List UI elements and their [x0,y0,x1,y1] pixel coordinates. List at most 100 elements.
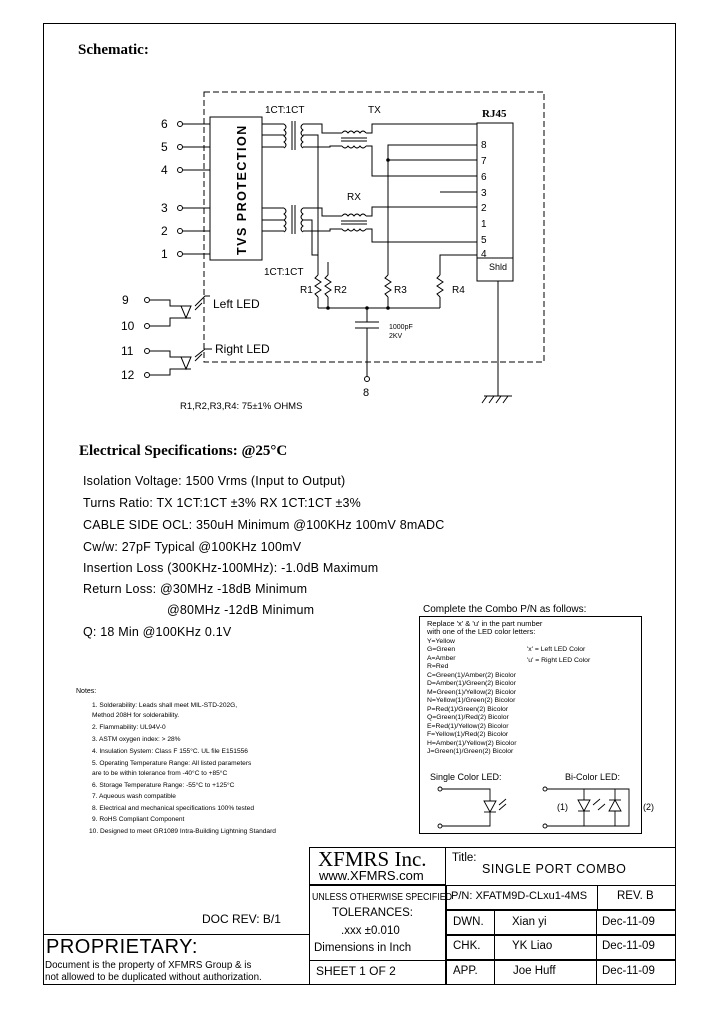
pin-label: 2 [161,224,168,238]
color-code: F=Yellow(1)/Red(2) Bicolor [427,731,509,738]
note-item: 2. Flammability: UL94V-0 [92,724,166,731]
note-item: 4. Insulation System: Class F 155°C. UL … [92,748,248,755]
app-name: Joe Huff [513,965,556,977]
app-label: APP. [453,965,478,977]
rj45-label: RJ45 [482,108,507,120]
resistor-label: R4 [452,285,465,296]
chk-label: CHK. [453,940,481,952]
note-item: Method 208H for solderability. [92,712,180,719]
tolerance-value: .xxx ±0.010 [341,925,400,937]
drawing-title: SINGLE PORT COMBO [482,862,627,876]
u-note: 'u' = Right LED Color [527,657,591,664]
title-label: Title: [452,852,477,864]
note-item: 6. Storage Temperature Range: -55°C to +… [92,782,235,789]
rev-cell [597,885,676,910]
unless-specified: UNLESS OTHERWISE SPECIFIED [312,892,452,903]
color-code: J=Green(1)/Green(2) Bicolor [427,748,514,755]
notes-heading: Notes: [76,688,97,695]
rj45-pin: 7 [481,156,487,167]
dwn-label: DWN. [453,916,484,928]
color-code: R=Red [427,663,449,670]
spec-line: Insertion Loss (300KHz-100MHz): -1.0dB M… [83,561,379,575]
combo-intro: with one of the LED color letters: [427,627,536,636]
sheet-cell [309,960,446,985]
pin-label: 1 [161,247,168,261]
note-item: 8. Electrical and mechanical specificati… [92,805,255,812]
pin-label: 4 [161,163,168,177]
chk-name: YK Liao [512,940,553,952]
color-code: P=Red(1)/Green(2) Bicolor [427,706,509,713]
bi-led-1-label: (1) [557,802,568,812]
spec-line: Turns Ratio: TX 1CT:1CT ±3% RX 1CT:1CT ±… [83,496,361,510]
proprietary-line-1: Document is the property of XFMRS Group … [45,960,252,971]
note-item: 9. RoHS Compliant Component [92,816,185,823]
bi-led-label: Bi-Color LED: [565,772,621,782]
color-code: E=Red(1)/Yellow(2) Bicolor [427,723,509,730]
bi-led-2-label: (2) [643,802,654,812]
dimension-units: Dimensions in Inch [314,942,412,954]
ct-bottom-label: 1CT:1CT [264,267,303,278]
resistor-note: R1,R2,R3,R4: 75±1% OHMS [180,401,302,412]
spec-line: CABLE SIDE OCL: 350uH Minimum @100KHz 10… [83,518,445,532]
single-led-label: Single Color LED: [430,772,502,782]
cap-voltage-label: 2KV [389,333,403,340]
color-code: Y=Yellow [427,638,455,645]
color-code: H=Amber(1)/Yellow(2) Bicolor [427,740,517,747]
proprietary-heading: PROPRIETARY: [46,936,198,958]
company-cell [309,847,446,885]
tx-label: TX [368,105,381,116]
note-item: 7. Aqueous wash compatible [92,793,176,800]
note-item: 5. Operating Temperature Range: All list… [92,760,252,767]
resistor-label: R3 [394,285,407,296]
tvs-label: TVS PROTECTION [235,124,249,255]
rx-label: RX [347,192,361,203]
note-item: 3. ASTM oxygen index: > 28% [92,736,181,743]
pin-label: 3 [161,201,168,215]
spec-line: Isolation Voltage: 1500 Vrms (Input to O… [83,474,346,488]
rj45-pin: 4 [481,249,487,260]
dwn-name: Xian yi [512,916,547,928]
app-date: Dec-11-09 [602,965,655,977]
tolerances: TOLERANCES: [332,907,413,919]
pin-label: 6 [161,117,168,131]
cap-value-label: 1000pF [389,324,413,331]
spec-line: @80MHz -12dB Minimum [167,603,315,617]
color-code: Q=Green(1)/Red(2) Bicolor [427,714,509,721]
sheet-number: SHEET 1 OF 2 [316,964,396,978]
resistor-label: R1 [300,285,313,296]
combo-heading: Complete the Combo P/N as follows: [423,604,587,615]
color-code: M=Green(1)/Yellow(2) Bicolor [427,689,517,696]
dwn-date: Dec-11-09 [602,916,655,928]
color-code: G=Green [427,646,456,653]
spec-line: Return Loss: @30MHz -18dB Minimum [83,582,308,596]
doc-revision: DOC REV: B/1 [202,912,281,926]
color-code: N=Yellow(1)/Green(2) Bicolor [427,697,516,704]
color-code: C=Green(1)/Amber(2) Bicolor [427,672,516,679]
combo-box [419,616,642,834]
led-pin-label: 12 [121,368,135,382]
shield-label: Shld [489,262,507,272]
proprietary-line-2: not allowed to be duplicated without aut… [45,972,262,983]
chk-date: Dec-11-09 [602,940,655,952]
combo-intro: Replace 'x' & 'u' in the part number [427,619,543,628]
rj45-pin: 6 [481,172,487,183]
color-code: A=Amber [427,655,456,662]
pin-label: 5 [161,140,168,154]
rj45-pin: 5 [481,235,487,246]
rj45-pin: 8 [481,140,487,151]
ct-top-label: 1CT:1CT [265,105,304,116]
part-number: P/N: XFATM9D-CLxu1-4MS [451,890,588,902]
note-item: 10. Designed to meet GR1089 Intra-Buildi… [89,828,276,835]
company-name: XFMRS Inc. [318,847,427,871]
chk-row [446,935,676,960]
company-website: www.XFMRS.com [319,868,424,883]
spec-line: Q: 18 Min @100KHz 0.1V [83,625,232,639]
name-column [494,910,597,985]
spec-line: Cw/w: 27pF Typical @100KHz 100mV [83,540,302,554]
schematic-heading: Schematic: [78,42,149,58]
gnd-pin-label: 8 [363,387,369,399]
right-led-label: Right LED [215,342,270,356]
revision: REV. B [617,890,654,902]
proprietary-rule [43,934,309,936]
